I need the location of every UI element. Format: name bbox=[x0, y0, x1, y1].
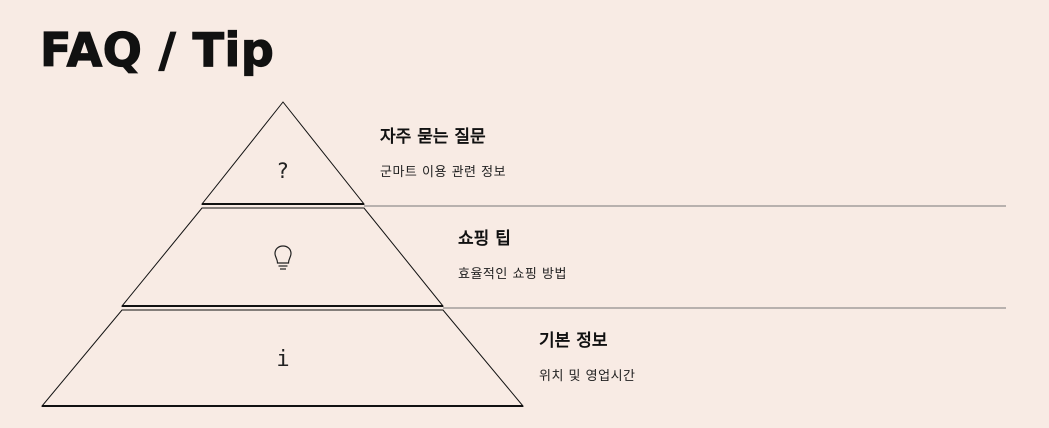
pyramid-tier-faq[interactable]: ? bbox=[200, 101, 366, 205]
tier-subtitle-info: 위치 및 영업시간 bbox=[539, 369, 636, 384]
question-mark-icon: ? bbox=[277, 159, 288, 183]
pyramid-tier-info[interactable]: i bbox=[40, 309, 525, 407]
pyramid-tier-tips[interactable] bbox=[120, 207, 445, 307]
page-title: FAQ / Tip bbox=[39, 22, 275, 77]
tier-subtitle-tips: 효율적인 쇼핑 방법 bbox=[458, 267, 567, 282]
tier-title-faq[interactable]: 자주 묻는 질문 bbox=[380, 127, 486, 147]
tier-subtitle-faq: 군마트 이용 관련 정보 bbox=[380, 165, 507, 180]
tier-title-info[interactable]: 기본 정보 bbox=[539, 331, 608, 351]
pyramid-tier-tips-shape bbox=[120, 207, 445, 307]
pyramid-tier-faq-shape bbox=[200, 101, 366, 205]
tier-title-tips[interactable]: 쇼핑 팁 bbox=[458, 229, 511, 249]
lightbulb-icon bbox=[274, 245, 292, 270]
info-icon: i bbox=[276, 347, 289, 372]
